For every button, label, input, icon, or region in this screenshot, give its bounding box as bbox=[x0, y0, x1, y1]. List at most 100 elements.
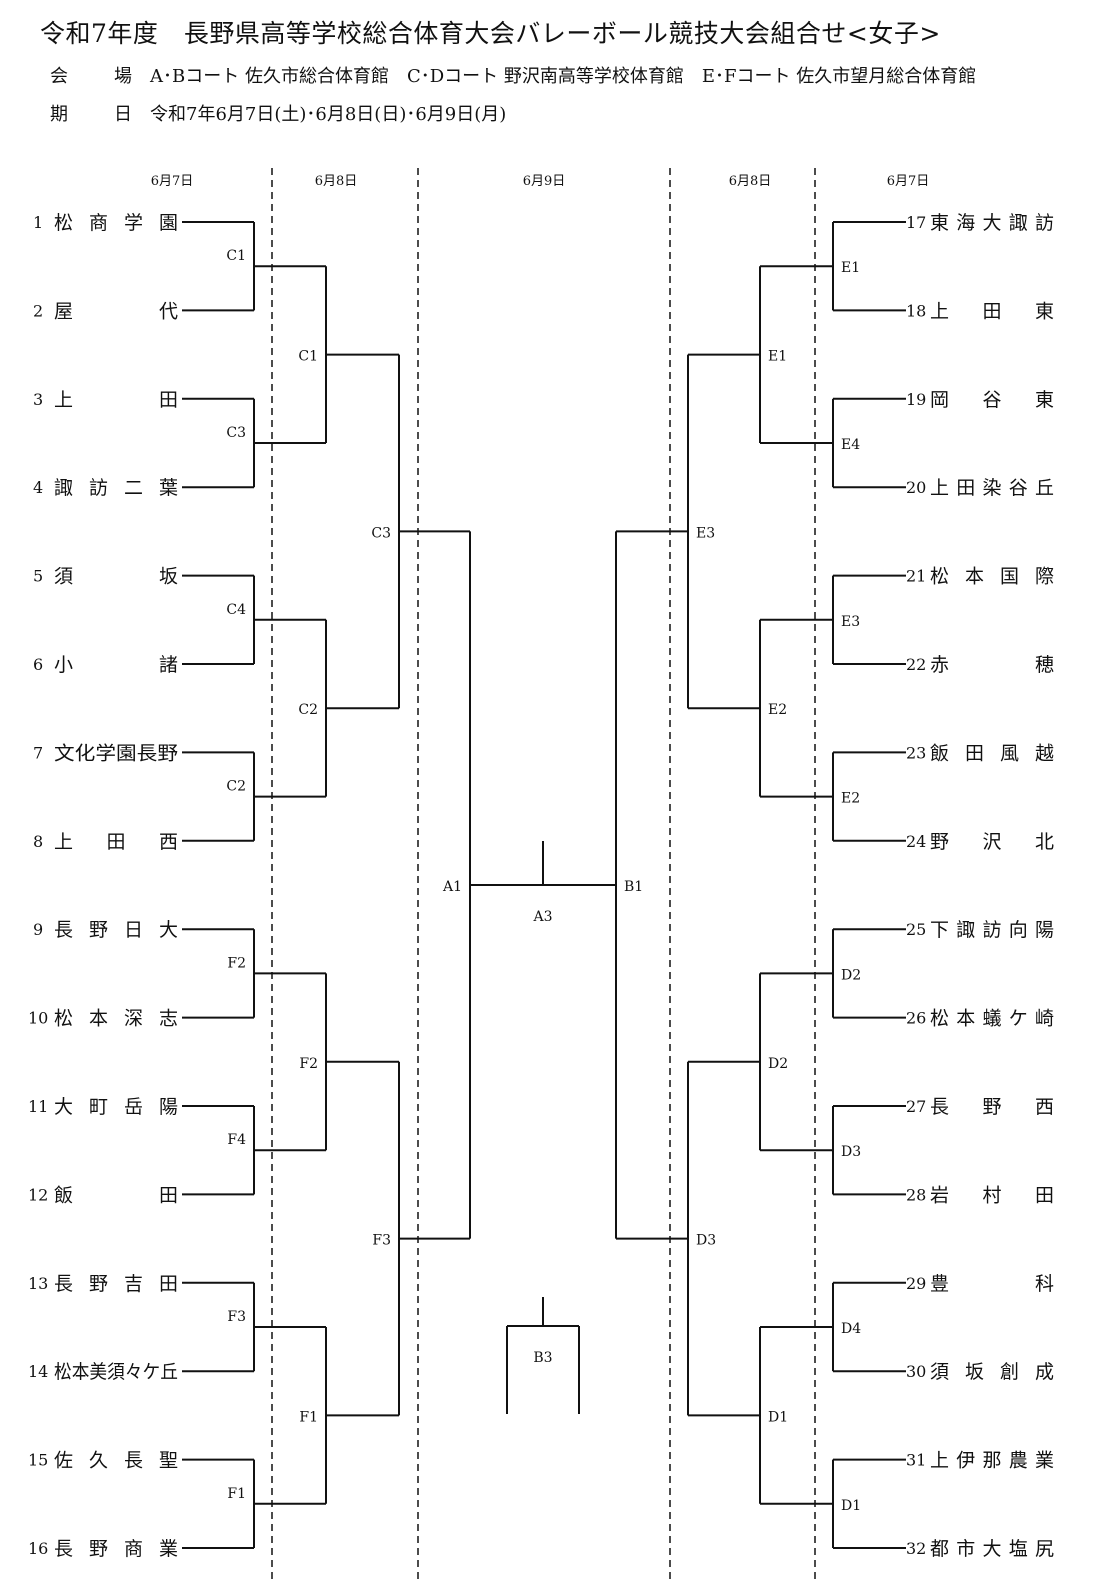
match-code: E3 bbox=[841, 614, 860, 630]
team-name: 下諏訪向陽 bbox=[930, 919, 1054, 941]
venue-text: A･Bコート 佐久市総合体育館 C･Dコート 野沢南高等学校体育館 E･Fコート… bbox=[150, 66, 977, 87]
team-seed-number: 30 bbox=[906, 1362, 926, 1381]
team-seed-number: 7 bbox=[33, 743, 43, 762]
match-code: D2 bbox=[768, 1056, 788, 1072]
team-name: 松本美須々ケ丘 bbox=[54, 1361, 178, 1383]
team-name: 豊科 bbox=[930, 1273, 1054, 1295]
team-name: 上伊那農業 bbox=[930, 1450, 1054, 1472]
team-name: 佐久長聖 bbox=[54, 1450, 178, 1472]
team-name: 長野日大 bbox=[54, 919, 178, 941]
match-code: E2 bbox=[841, 791, 860, 807]
round-date-right-r2: 6月8日 bbox=[729, 174, 772, 189]
team-seed-number: 15 bbox=[28, 1451, 48, 1470]
match-code: C4 bbox=[226, 602, 246, 618]
team-seed-number: 5 bbox=[33, 567, 43, 586]
team-seed-number: 25 bbox=[906, 920, 926, 939]
team-name: 岡谷東 bbox=[930, 389, 1054, 411]
team-name: 屋代 bbox=[54, 300, 178, 322]
team-seed-number: 28 bbox=[906, 1185, 926, 1204]
team-seed-number: 19 bbox=[906, 390, 926, 409]
team-seed-number: 13 bbox=[28, 1274, 48, 1293]
match-code: E4 bbox=[841, 437, 860, 453]
team-name: 東海大諏訪 bbox=[930, 212, 1054, 234]
team-name: 長野吉田 bbox=[54, 1273, 178, 1295]
team-name: 須坂 bbox=[54, 566, 178, 588]
team-seed-number: 9 bbox=[33, 920, 43, 939]
team-name: 大町岳陽 bbox=[54, 1096, 178, 1118]
match-code: D4 bbox=[841, 1321, 861, 1337]
team-seed-number: 10 bbox=[28, 1009, 48, 1028]
team-name: 松商学園 bbox=[54, 212, 178, 234]
match-code-final: A3 bbox=[532, 909, 552, 925]
match-code: D1 bbox=[768, 1409, 788, 1425]
team-seed-number: 23 bbox=[906, 743, 926, 762]
team-seed-number: 11 bbox=[28, 1097, 48, 1116]
page-title: 令和7年度 長野県高等学校総合体育大会バレーボール競技大会組合せ<女子> bbox=[40, 19, 941, 48]
round-date-right-r1: 6月7日 bbox=[887, 174, 930, 189]
match-code: E3 bbox=[696, 525, 715, 541]
match-code: D3 bbox=[841, 1144, 861, 1160]
team-name: 野沢北 bbox=[930, 831, 1054, 853]
team-seed-number: 26 bbox=[906, 1009, 926, 1028]
match-code: F1 bbox=[227, 1486, 246, 1502]
team-seed-number: 22 bbox=[906, 655, 926, 674]
team-seed-number: 20 bbox=[906, 478, 926, 497]
team-seed-number: 24 bbox=[906, 832, 926, 851]
period-text: 令和7年6月7日(土)･6月8日(日)･6月9日(月) bbox=[150, 104, 507, 125]
match-code: D1 bbox=[841, 1498, 861, 1514]
match-code: F3 bbox=[227, 1309, 246, 1325]
match-code: F4 bbox=[227, 1132, 246, 1148]
team-seed-number: 32 bbox=[906, 1539, 926, 1558]
team-name: 文化学園長野 bbox=[54, 742, 178, 764]
team-name: 諏訪二葉 bbox=[54, 477, 178, 499]
team-seed-number: 18 bbox=[906, 301, 926, 320]
team-name: 上田西 bbox=[54, 831, 178, 853]
team-name: 上田 bbox=[54, 389, 178, 411]
match-code-third-place: B3 bbox=[533, 1350, 552, 1366]
team-name: 飯田風越 bbox=[930, 742, 1054, 764]
team-seed-number: 17 bbox=[906, 213, 926, 232]
match-code: A1 bbox=[442, 879, 462, 895]
team-name: 岩村田 bbox=[930, 1184, 1054, 1206]
match-code: B1 bbox=[624, 879, 643, 895]
match-code: F2 bbox=[299, 1056, 318, 1072]
match-code: D2 bbox=[841, 967, 861, 983]
team-seed-number: 31 bbox=[906, 1451, 926, 1470]
team-seed-number: 6 bbox=[33, 655, 43, 674]
team-seed-number: 14 bbox=[28, 1362, 48, 1381]
match-code: E1 bbox=[768, 349, 787, 365]
team-name: 松本蟻ケ崎 bbox=[930, 1008, 1054, 1030]
period-label: 期 日 bbox=[50, 104, 146, 125]
team-name: 上田染谷丘 bbox=[930, 477, 1054, 499]
team-seed-number: 27 bbox=[906, 1097, 926, 1116]
team-seed-number: 8 bbox=[33, 832, 43, 851]
team-name: 上田東 bbox=[930, 300, 1054, 322]
team-name: 都市大塩尻 bbox=[930, 1538, 1054, 1560]
team-seed-number: 2 bbox=[33, 301, 43, 320]
team-seed-number: 3 bbox=[33, 390, 43, 409]
match-code: F2 bbox=[227, 955, 246, 971]
round-date-final: 6月9日 bbox=[523, 174, 566, 189]
match-code: C3 bbox=[371, 525, 391, 541]
match-code: C3 bbox=[226, 425, 246, 441]
match-code: E2 bbox=[768, 702, 787, 718]
round-date-left-r2: 6月8日 bbox=[315, 174, 358, 189]
team-name: 赤穂 bbox=[930, 654, 1054, 676]
match-code: C1 bbox=[298, 349, 318, 365]
match-code: C2 bbox=[226, 779, 246, 795]
team-name: 小諸 bbox=[54, 654, 178, 676]
team-name: 松本国際 bbox=[930, 566, 1054, 588]
team-name: 長野商業 bbox=[54, 1538, 178, 1560]
team-seed-number: 29 bbox=[906, 1274, 926, 1293]
team-name: 松本深志 bbox=[54, 1008, 178, 1030]
match-code: C2 bbox=[298, 702, 318, 718]
match-code: F1 bbox=[299, 1409, 318, 1425]
team-name: 長野西 bbox=[930, 1096, 1054, 1118]
match-code: E1 bbox=[841, 260, 860, 276]
round-date-left-r1: 6月7日 bbox=[151, 174, 194, 189]
team-name: 須坂創成 bbox=[930, 1361, 1054, 1383]
team-seed-number: 21 bbox=[906, 567, 926, 586]
team-seed-number: 4 bbox=[33, 478, 43, 497]
